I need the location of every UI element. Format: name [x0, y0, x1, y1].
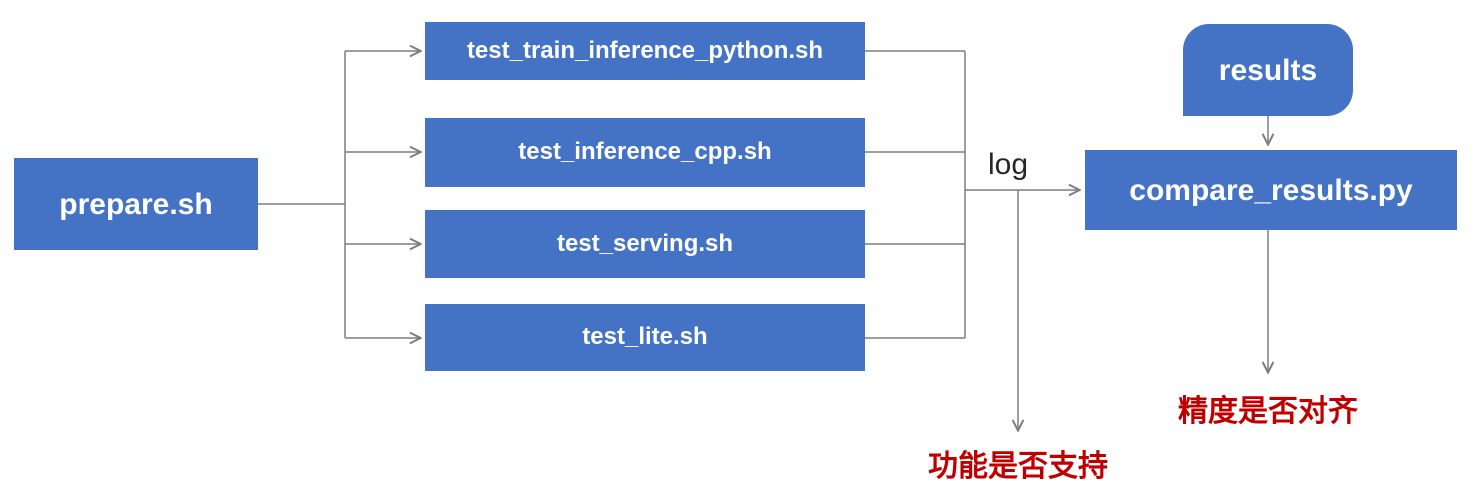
node-compare-results-py: compare_results.py — [1085, 150, 1457, 230]
node-test-inference-cpp: test_inference_cpp.sh — [425, 118, 865, 187]
accuracy-check-label: 精度是否对齐 — [1178, 395, 1358, 428]
node-test-serving: test_serving.sh — [425, 210, 865, 278]
node-test-train-inference-python: test_train_inference_python.sh — [425, 22, 865, 80]
function-check-label: 功能是否支持 — [928, 450, 1108, 483]
node-test-lite: test_lite.sh — [425, 304, 865, 371]
node-results: results — [1183, 24, 1353, 116]
log-label: log — [988, 148, 1029, 181]
node-prepare-sh: prepare.sh — [14, 158, 258, 250]
